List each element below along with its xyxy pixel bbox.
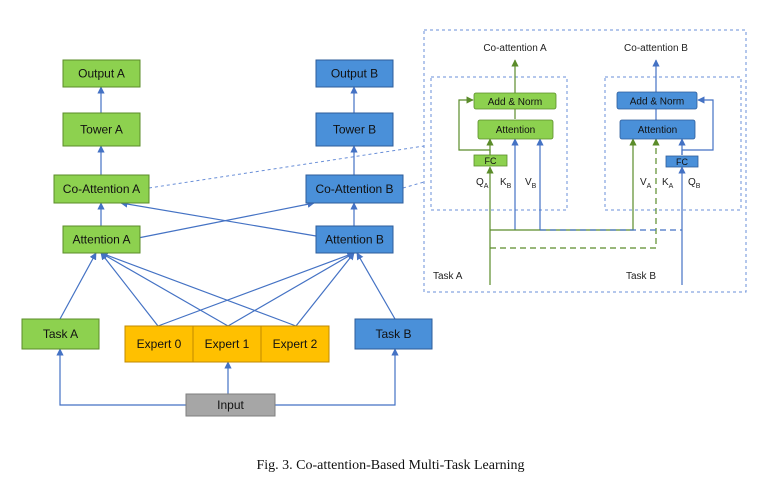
attention-detail-a-box: Attention	[477, 119, 554, 140]
input-label: Input	[217, 398, 244, 412]
expert-1-box: Expert 1	[192, 325, 262, 363]
tower-a-box: Tower A	[62, 112, 141, 147]
attention-a-label: Attention A	[72, 233, 130, 247]
attention-b-label: Attention B	[325, 233, 384, 247]
expert-2-label: Expert 2	[273, 337, 318, 351]
fc-a-label: FC	[485, 156, 497, 166]
detail-a-lines	[458, 59, 682, 285]
task-b-box: Task B	[354, 318, 433, 350]
tower-a-label: Tower A	[80, 123, 123, 137]
output-a-box: Output A	[62, 59, 141, 88]
task-b-label: Task B	[375, 327, 411, 341]
figure-caption: Fig. 3. Co-attention-Based Multi-Task Le…	[256, 458, 525, 473]
coattention-a-inner-border	[430, 76, 568, 211]
co-attention-b-label: Co-Attention B	[315, 182, 393, 196]
attention-b-box: Attention B	[315, 225, 394, 254]
task-a-label: Task A	[43, 327, 78, 341]
output-b-label: Output B	[331, 67, 378, 81]
add-norm-a-box: Add & Norm	[473, 92, 557, 110]
expert-0-label: Expert 0	[137, 337, 182, 351]
coattention-b-inner-border	[604, 76, 742, 211]
fc-b-box: FC	[665, 155, 699, 168]
co-attention-a-box: Co-Attention A	[53, 174, 150, 204]
coattention-a-title: Co-attention A	[483, 43, 547, 54]
input-box: Input	[185, 393, 276, 417]
expert-0-box: Expert 0	[124, 325, 194, 363]
co-attention-b-box: Co-Attention B	[305, 174, 404, 204]
fc-a-box: FC	[473, 154, 508, 167]
vb-label: VB	[525, 177, 537, 190]
add-norm-b-box: Add & Norm	[616, 91, 698, 110]
co-attention-a-label: Co-Attention A	[63, 182, 140, 196]
kb-label: KB	[500, 177, 512, 190]
expert-1-label: Expert 1	[205, 337, 250, 351]
detail-b-lines	[652, 59, 714, 285]
task-a-box: Task A	[21, 318, 100, 350]
ka-label: KA	[662, 177, 674, 190]
fc-b-label: FC	[676, 157, 688, 167]
attention-detail-b-box: Attention	[619, 119, 696, 140]
detail-panel-border	[423, 29, 747, 293]
output-a-label: Output A	[78, 67, 125, 81]
coattention-b-title: Co-attention B	[624, 43, 688, 54]
left-connections	[56, 86, 399, 406]
attention-a-box: Attention A	[62, 225, 141, 254]
add-norm-b-label: Add & Norm	[630, 97, 684, 108]
attention-detail-a-label: Attention	[496, 125, 535, 136]
attention-detail-b-label: Attention	[638, 125, 677, 136]
detail-task-a-label: Task A	[433, 271, 463, 282]
zoom-lines	[148, 145, 425, 189]
output-b-box: Output B	[315, 59, 394, 88]
qb-label: QB	[688, 177, 701, 190]
add-norm-a-label: Add & Norm	[488, 97, 542, 108]
detail-task-b-label: Task B	[626, 271, 656, 282]
va-label: VA	[640, 177, 652, 190]
qa-label: QA	[476, 177, 489, 190]
tower-b-box: Tower B	[315, 112, 394, 147]
expert-2-box: Expert 2	[260, 325, 330, 363]
tower-b-label: Tower B	[333, 123, 376, 137]
